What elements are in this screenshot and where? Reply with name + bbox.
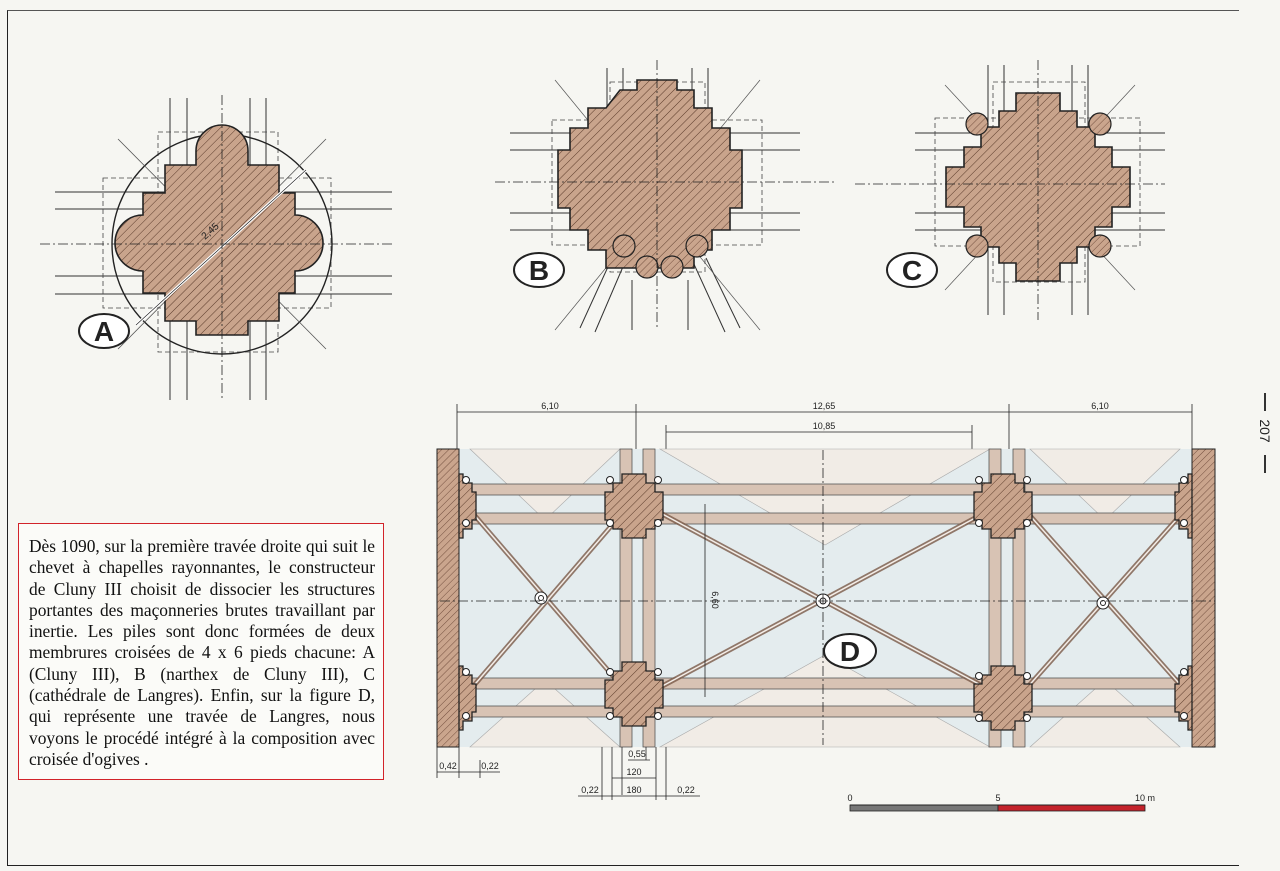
svg-text:12,65: 12,65 xyxy=(813,401,836,411)
label-c: C xyxy=(902,255,922,286)
svg-text:10 m: 10 m xyxy=(1135,793,1155,803)
figure-b: B xyxy=(495,60,835,333)
svg-text:0,22: 0,22 xyxy=(481,761,499,771)
svg-text:120: 120 xyxy=(626,767,641,777)
svg-text:180: 180 xyxy=(626,785,641,795)
page-frame xyxy=(7,10,1239,866)
page-number-text: 207 xyxy=(1257,419,1273,443)
figure-d: 6,10 12,65 6,10 10,85 xyxy=(436,401,1216,800)
label-a: A xyxy=(94,316,114,347)
caption-text: Dès 1090, sur la première travée droite … xyxy=(29,536,375,769)
figure-a: 2,45 A xyxy=(40,95,395,400)
caption-box: Dès 1090, sur la première travée droite … xyxy=(18,523,384,780)
svg-text:0,55: 0,55 xyxy=(628,749,646,759)
page-number: 207 xyxy=(1255,393,1275,473)
svg-text:0: 0 xyxy=(847,793,852,803)
label-b: B xyxy=(529,255,549,286)
svg-text:6,60: 6,60 xyxy=(710,591,720,609)
scale-bar: 0 5 10 m xyxy=(847,793,1155,812)
svg-text:0,22: 0,22 xyxy=(677,785,695,795)
svg-text:5: 5 xyxy=(995,793,1000,803)
svg-text:10,85: 10,85 xyxy=(813,421,836,431)
label-d: D xyxy=(840,636,860,667)
page-number-tick-top xyxy=(1264,393,1266,411)
svg-text:6,10: 6,10 xyxy=(541,401,559,411)
svg-text:0,22: 0,22 xyxy=(581,785,599,795)
page-number-tick-bottom xyxy=(1264,455,1266,473)
svg-text:6,10: 6,10 xyxy=(1091,401,1109,411)
figure-c: C xyxy=(855,60,1165,320)
svg-text:0,42: 0,42 xyxy=(439,761,457,771)
